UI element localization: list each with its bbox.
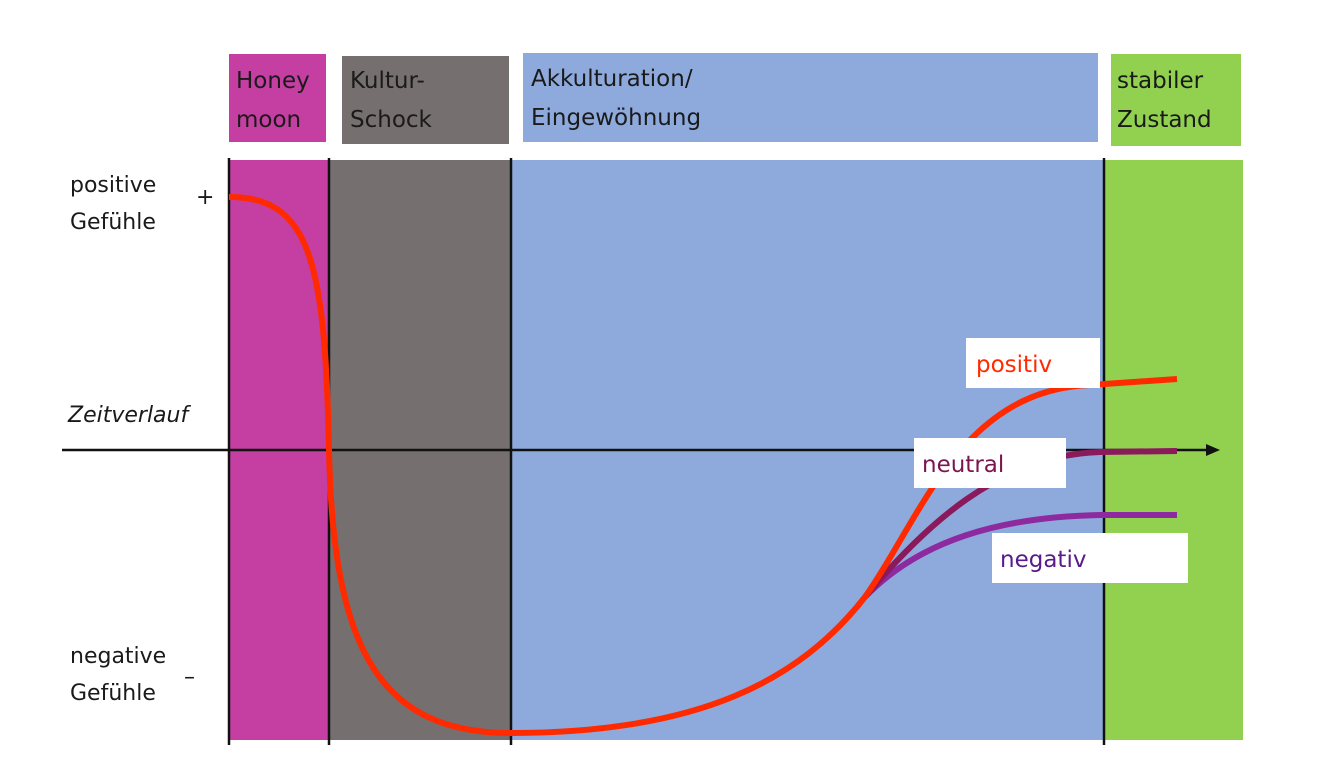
y-label-negative-line2: Gefühle	[70, 681, 156, 706]
phase-header-stabil	[1111, 54, 1241, 146]
curve-main-positiv	[228, 194, 1178, 737]
phase-kulturschock-line1: Kultur-	[350, 68, 425, 94]
phase-header-kulturschock	[342, 56, 509, 144]
curve-negativ	[862, 512, 1177, 600]
y-sign-minus: –	[184, 665, 195, 690]
axis-arrow-icon	[1206, 444, 1220, 456]
y-label-negative-line1: negative	[70, 644, 166, 669]
x-axis-label: Zeitverlauf	[67, 403, 191, 428]
curve-neutral	[862, 448, 1178, 599]
label-positiv: positiv	[976, 352, 1052, 378]
phase-header-akkulturation	[523, 53, 1098, 142]
phase-kulturschock-line2: Schock	[350, 107, 433, 133]
phase-akkulturation-line2: Eingewöhnung	[531, 105, 701, 131]
label-box-negativ	[992, 533, 1188, 583]
phase-header-honeymoon	[229, 54, 326, 142]
phase-akkulturation-line1: Akkulturation/	[531, 66, 693, 92]
phase-stabil-line1: stabiler	[1117, 68, 1204, 94]
label-negativ: negativ	[1000, 547, 1086, 573]
label-box-neutral	[914, 438, 1066, 488]
y-label-positive-line2: Gefühle	[70, 210, 156, 235]
phase-honeymoon-line2: moon	[236, 107, 301, 133]
y-label-positive-line1: positive	[70, 173, 156, 198]
label-neutral: neutral	[922, 452, 1004, 478]
phase-stabil-line2: Zustand	[1117, 107, 1212, 133]
y-sign-plus: +	[196, 185, 214, 210]
phase-honeymoon-line1: Honey	[236, 68, 310, 94]
label-box-positiv	[966, 338, 1100, 388]
